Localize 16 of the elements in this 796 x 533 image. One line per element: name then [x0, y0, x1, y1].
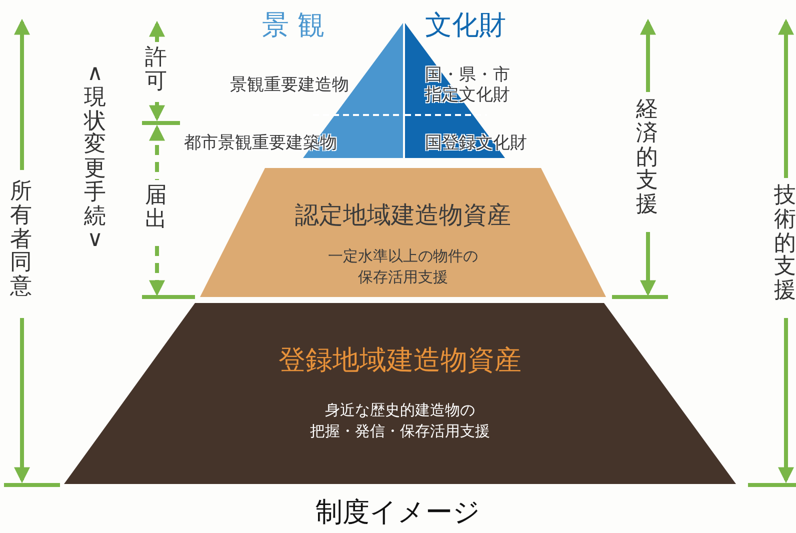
- tier-heading: 登録地域建造物資産: [278, 345, 522, 376]
- tier-description: 身近な歴史的建造物の把握・発信・保存活用支援: [309, 400, 491, 442]
- vertical-label: 届出: [145, 184, 167, 232]
- tier-item: 景観重要建造物: [230, 76, 349, 96]
- vertical-label: 経済的支援: [636, 98, 658, 217]
- vertical-label: ∧現状変更手続∨: [84, 62, 106, 252]
- category-heading: 文化財: [425, 10, 506, 42]
- caption: 制度イメージ: [314, 497, 482, 528]
- tier-heading: 認定地域建造物資産: [294, 202, 512, 230]
- tier-item: 国・県・市指定文化財: [425, 66, 510, 106]
- tier-item: 国登録文化財: [425, 134, 527, 154]
- category-heading: 景 観: [262, 10, 325, 42]
- vertical-label: 所有者同意: [10, 180, 32, 299]
- vertical-label: 技術的支援: [774, 184, 796, 303]
- vertical-label: 許可: [145, 46, 167, 94]
- tier-description: 一定水準以上の物件の保存活用支援: [327, 246, 479, 288]
